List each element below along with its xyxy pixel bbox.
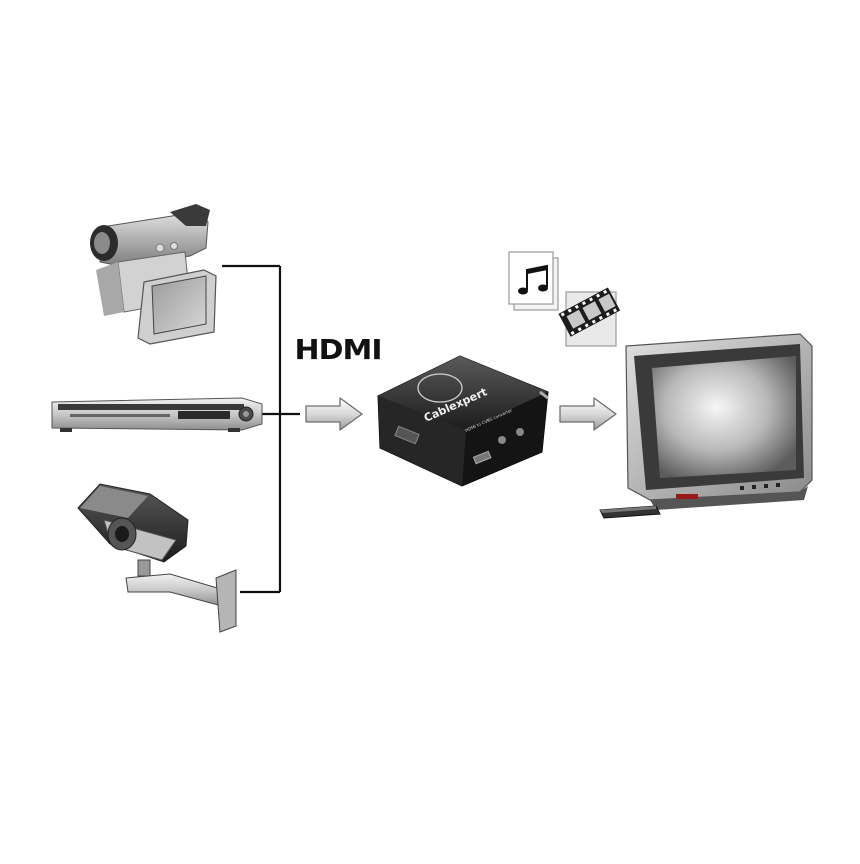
arrow-right-icon: [305, 397, 363, 431]
arrow-right-icon: [559, 397, 617, 431]
dvd-player-icon: [51, 397, 263, 432]
hdmi-label: HDMI: [294, 334, 382, 367]
crt-tv-icon: [625, 333, 813, 510]
security-camera-icon: [77, 483, 237, 633]
music-notes-icon: [508, 251, 559, 311]
film-strip-icon: [558, 287, 621, 347]
camcorder-icon: [90, 204, 217, 345]
remote-control-icon: [599, 505, 661, 519]
converter-box-icon: Cablexpert HDMI to CVBS converter: [377, 355, 549, 487]
connector-lines: [222, 264, 300, 594]
